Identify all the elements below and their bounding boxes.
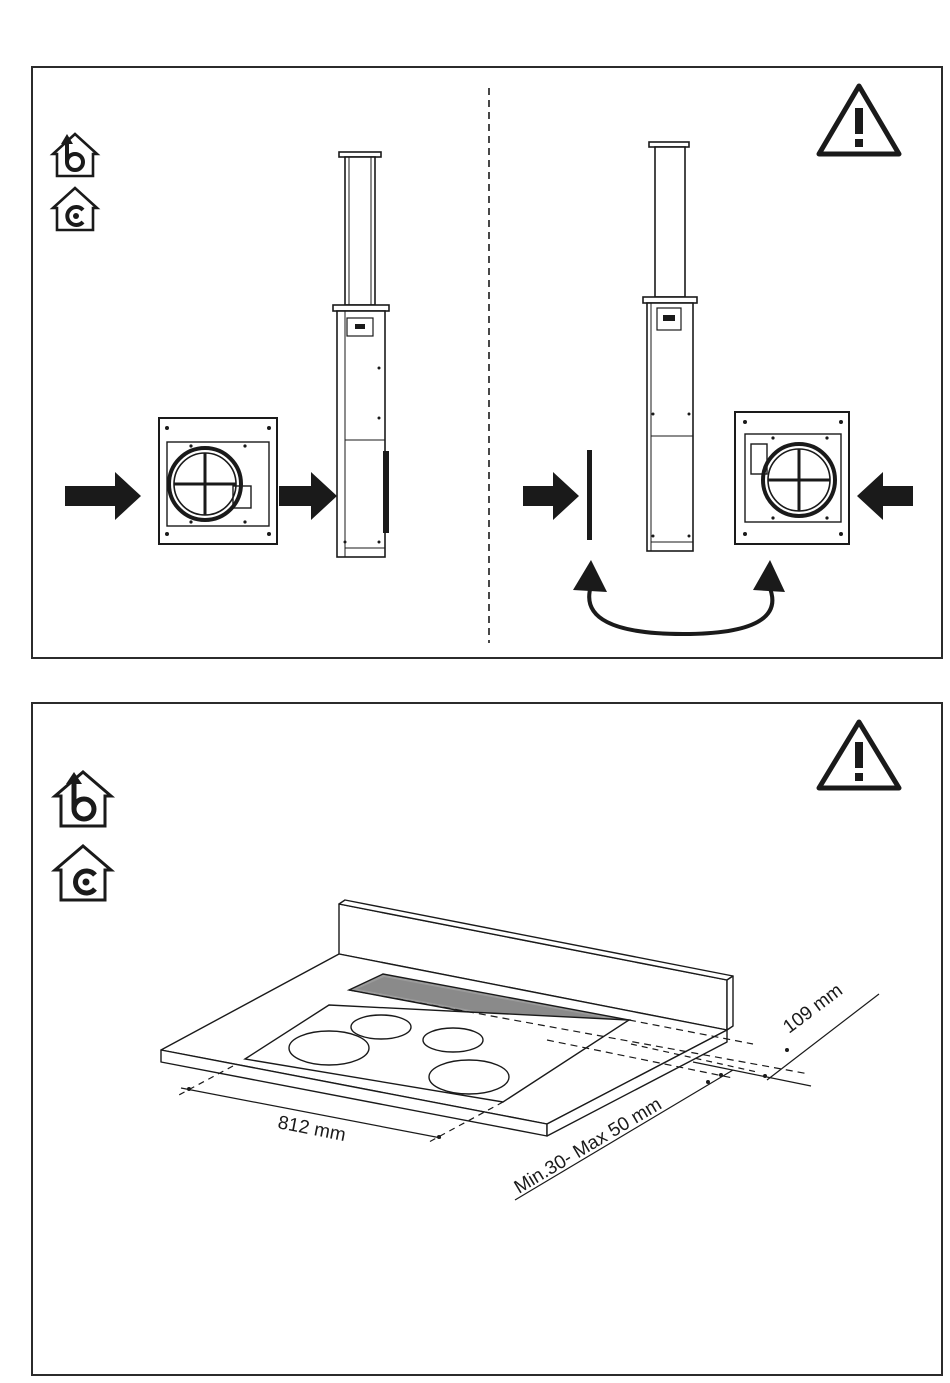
arrow-right-icon	[523, 472, 579, 520]
warning-triangle-icon	[819, 86, 899, 154]
bottom-installation-panel: 812 mm 109 mm Min.30- Max 50 mm	[31, 702, 943, 1376]
warning-triangle-icon	[819, 722, 899, 788]
filter-module	[735, 412, 849, 544]
deflector-plate	[587, 450, 592, 540]
top-installation-panel	[31, 66, 943, 659]
chimney-duct	[643, 142, 697, 551]
ducted-extraction-house-icon	[55, 772, 111, 826]
chimney-duct	[333, 152, 389, 557]
bottom-panel-drawing: 812 mm 109 mm Min.30- Max 50 mm	[33, 704, 945, 1378]
ducted-extraction-house-icon	[53, 134, 97, 176]
depth-dimension-label: 109 mm	[779, 980, 846, 1038]
arrow-right-icon	[65, 472, 141, 520]
arrow-right-icon	[279, 472, 337, 520]
recirculation-house-icon	[55, 846, 111, 900]
filter-module	[159, 418, 277, 544]
recirculation-house-icon	[53, 188, 97, 230]
arrow-left-icon	[857, 472, 913, 520]
top-panel-drawing	[33, 68, 945, 661]
swap-curved-arrow-icon	[573, 560, 785, 634]
